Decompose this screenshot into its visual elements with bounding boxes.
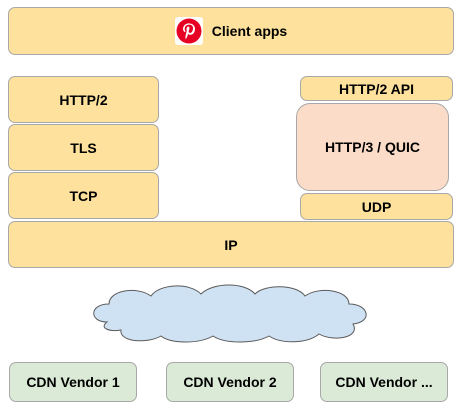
- cloud-icon: [93, 284, 367, 343]
- cdn-vendor-3-box: CDN Vendor ...: [320, 362, 448, 402]
- http2-label: HTTP/2: [59, 91, 108, 108]
- http3-quic-label: HTTP/3 / QUIC: [325, 139, 420, 155]
- tcp-label: TCP: [69, 187, 98, 204]
- http3-quic-layer: HTTP/3 / QUIC: [296, 103, 449, 191]
- http2-api-layer: HTTP/2 API: [300, 76, 453, 101]
- udp-label: UDP: [361, 198, 392, 215]
- cdn-vendor-1-box: CDN Vendor 1: [9, 362, 137, 402]
- ip-label: IP: [224, 236, 238, 253]
- cdn-vendor-label: CDN Vendor ...: [335, 374, 433, 390]
- tls-layer: TLS: [8, 124, 159, 171]
- ip-layer: IP: [8, 221, 454, 268]
- cdn-vendor-2-box: CDN Vendor 2: [166, 362, 294, 402]
- cdn-vendor-label: CDN Vendor 2: [183, 374, 277, 390]
- http2-api-label: HTTP/2 API: [339, 80, 414, 97]
- client-apps-label: Client apps: [211, 23, 288, 39]
- tls-label: TLS: [70, 139, 97, 156]
- tcp-layer: TCP: [8, 172, 159, 219]
- http2-layer: HTTP/2: [8, 76, 159, 123]
- cdn-vendor-label: CDN Vendor 1: [26, 374, 120, 390]
- udp-layer: UDP: [300, 193, 453, 220]
- pinterest-logo-icon: [174, 17, 203, 45]
- client-apps-layer: Client apps: [8, 7, 454, 55]
